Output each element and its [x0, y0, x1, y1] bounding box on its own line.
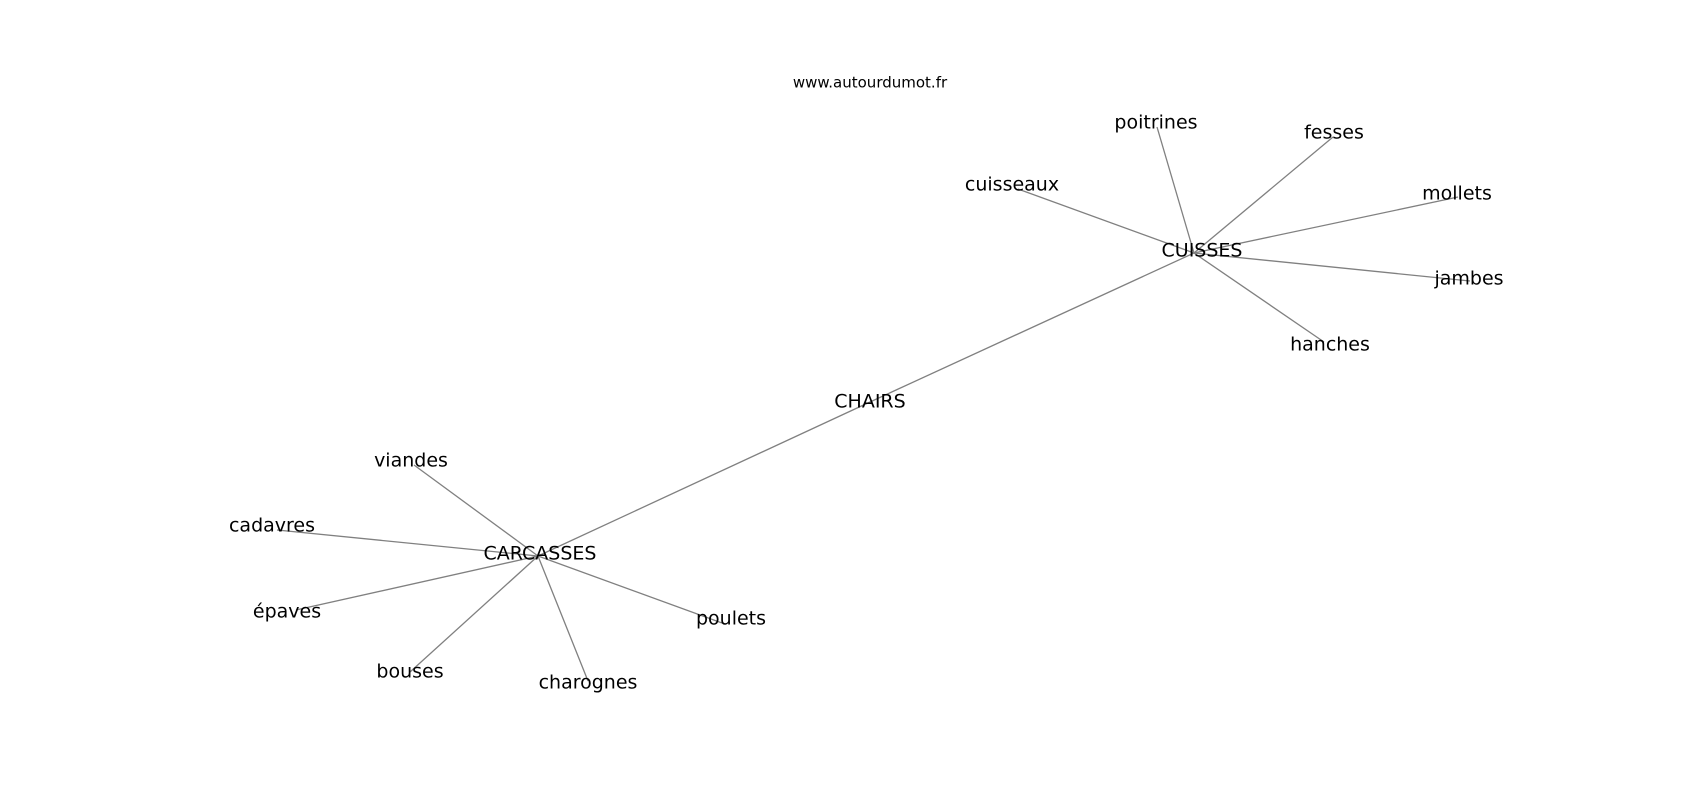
site-caption: www.autourdumot.fr: [793, 74, 948, 92]
edge-carcasses-cadavres: [276, 529, 539, 557]
edge-cuisses-jambes: [1193, 252, 1471, 282]
node-label-carcasses: CARCASSES: [484, 543, 597, 565]
node-label-cuisseaux: cuisseaux: [965, 174, 1059, 196]
node-label-poitrines: poitrines: [1114, 112, 1197, 134]
node-label-charognes: charognes: [539, 672, 638, 694]
graph-nodes: CHAIRS CUISSES CARCASSES poitrines fesses cui…: [229, 112, 1504, 694]
node-label-cadavres: cadavres: [229, 515, 315, 537]
edge-carcasses-poulets: [537, 555, 723, 624]
edge-carcasses-bouses: [409, 555, 539, 673]
edge-chairs-carcasses: [537, 401, 871, 557]
edge-carcasses-epaves: [295, 555, 539, 611]
node-label-hanches: hanches: [1290, 334, 1370, 356]
graph-edges: [276, 126, 1471, 682]
node-label-epaves: épaves: [253, 601, 321, 623]
edge-cuisses-poitrines: [1156, 126, 1195, 254]
edge-carcasses-viandes: [413, 464, 539, 557]
edge-cuisses-mollets: [1193, 196, 1459, 254]
edge-cuisses-fesses: [1193, 136, 1334, 254]
node-label-chairs: CHAIRS: [834, 391, 905, 413]
node-label-bouses: bouses: [376, 661, 443, 683]
edge-cuisses-cuisseaux: [1017, 188, 1195, 254]
node-label-fesses: fesses: [1304, 122, 1364, 144]
edge-cuisses-hanches: [1193, 252, 1325, 343]
node-label-cuisses: CUISSES: [1162, 240, 1243, 262]
node-label-mollets: mollets: [1422, 183, 1492, 205]
node-label-viandes: viandes: [374, 450, 448, 472]
node-label-poulets: poulets: [696, 608, 766, 630]
edge-chairs-cuisses: [869, 252, 1195, 403]
edge-carcasses-charognes: [537, 555, 589, 682]
node-label-jambes: jambes: [1433, 268, 1503, 290]
